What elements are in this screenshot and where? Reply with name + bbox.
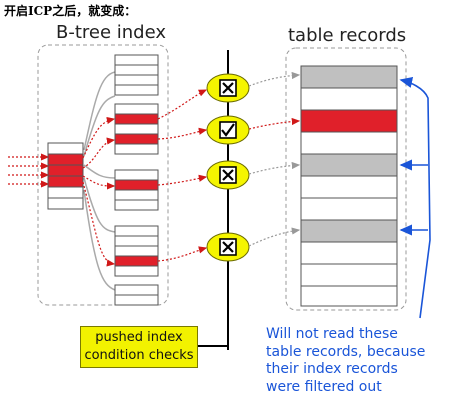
note-arrows	[399, 76, 431, 319]
note-line-4: were filtered out	[266, 378, 382, 395]
btree-leaf-1	[114, 54, 159, 96]
page-caption: 开启ICP之后，就变成：	[4, 4, 137, 18]
filtered-records-note: Will not read these table records, becau…	[266, 326, 425, 396]
btree-index-title: B-tree index	[56, 22, 167, 43]
table-records	[300, 65, 398, 307]
note-line-3: their index records	[266, 361, 398, 377]
table-records-frame	[285, 47, 407, 311]
btree-leaf-3	[114, 169, 159, 211]
btree-leaf-2	[114, 103, 159, 155]
check-passed	[206, 115, 250, 145]
pushed-box-line-2: condition checks	[84, 348, 194, 363]
btree-branches	[83, 71, 116, 291]
note-line-2: table records, because	[266, 343, 426, 360]
incoming-arrows	[8, 153, 50, 188]
note-line-1: Will not read these	[266, 326, 398, 342]
check-filtered-2	[206, 160, 250, 190]
pushed-box-line-1: pushed index	[95, 330, 183, 345]
root-to-leaf-arrows	[82, 116, 116, 267]
btree-leaf-4	[114, 225, 159, 277]
leaf-to-check-arrows	[157, 89, 208, 262]
table-records-title: table records	[288, 25, 407, 46]
check-to-table-arrows	[248, 71, 301, 247]
check-filtered-1	[206, 73, 250, 103]
check-filtered-3	[206, 232, 250, 262]
btree-root-node	[47, 142, 84, 210]
pushed-index-condition-checks-box: pushed index condition checks	[80, 326, 198, 368]
btree-leaf-5	[114, 284, 159, 306]
